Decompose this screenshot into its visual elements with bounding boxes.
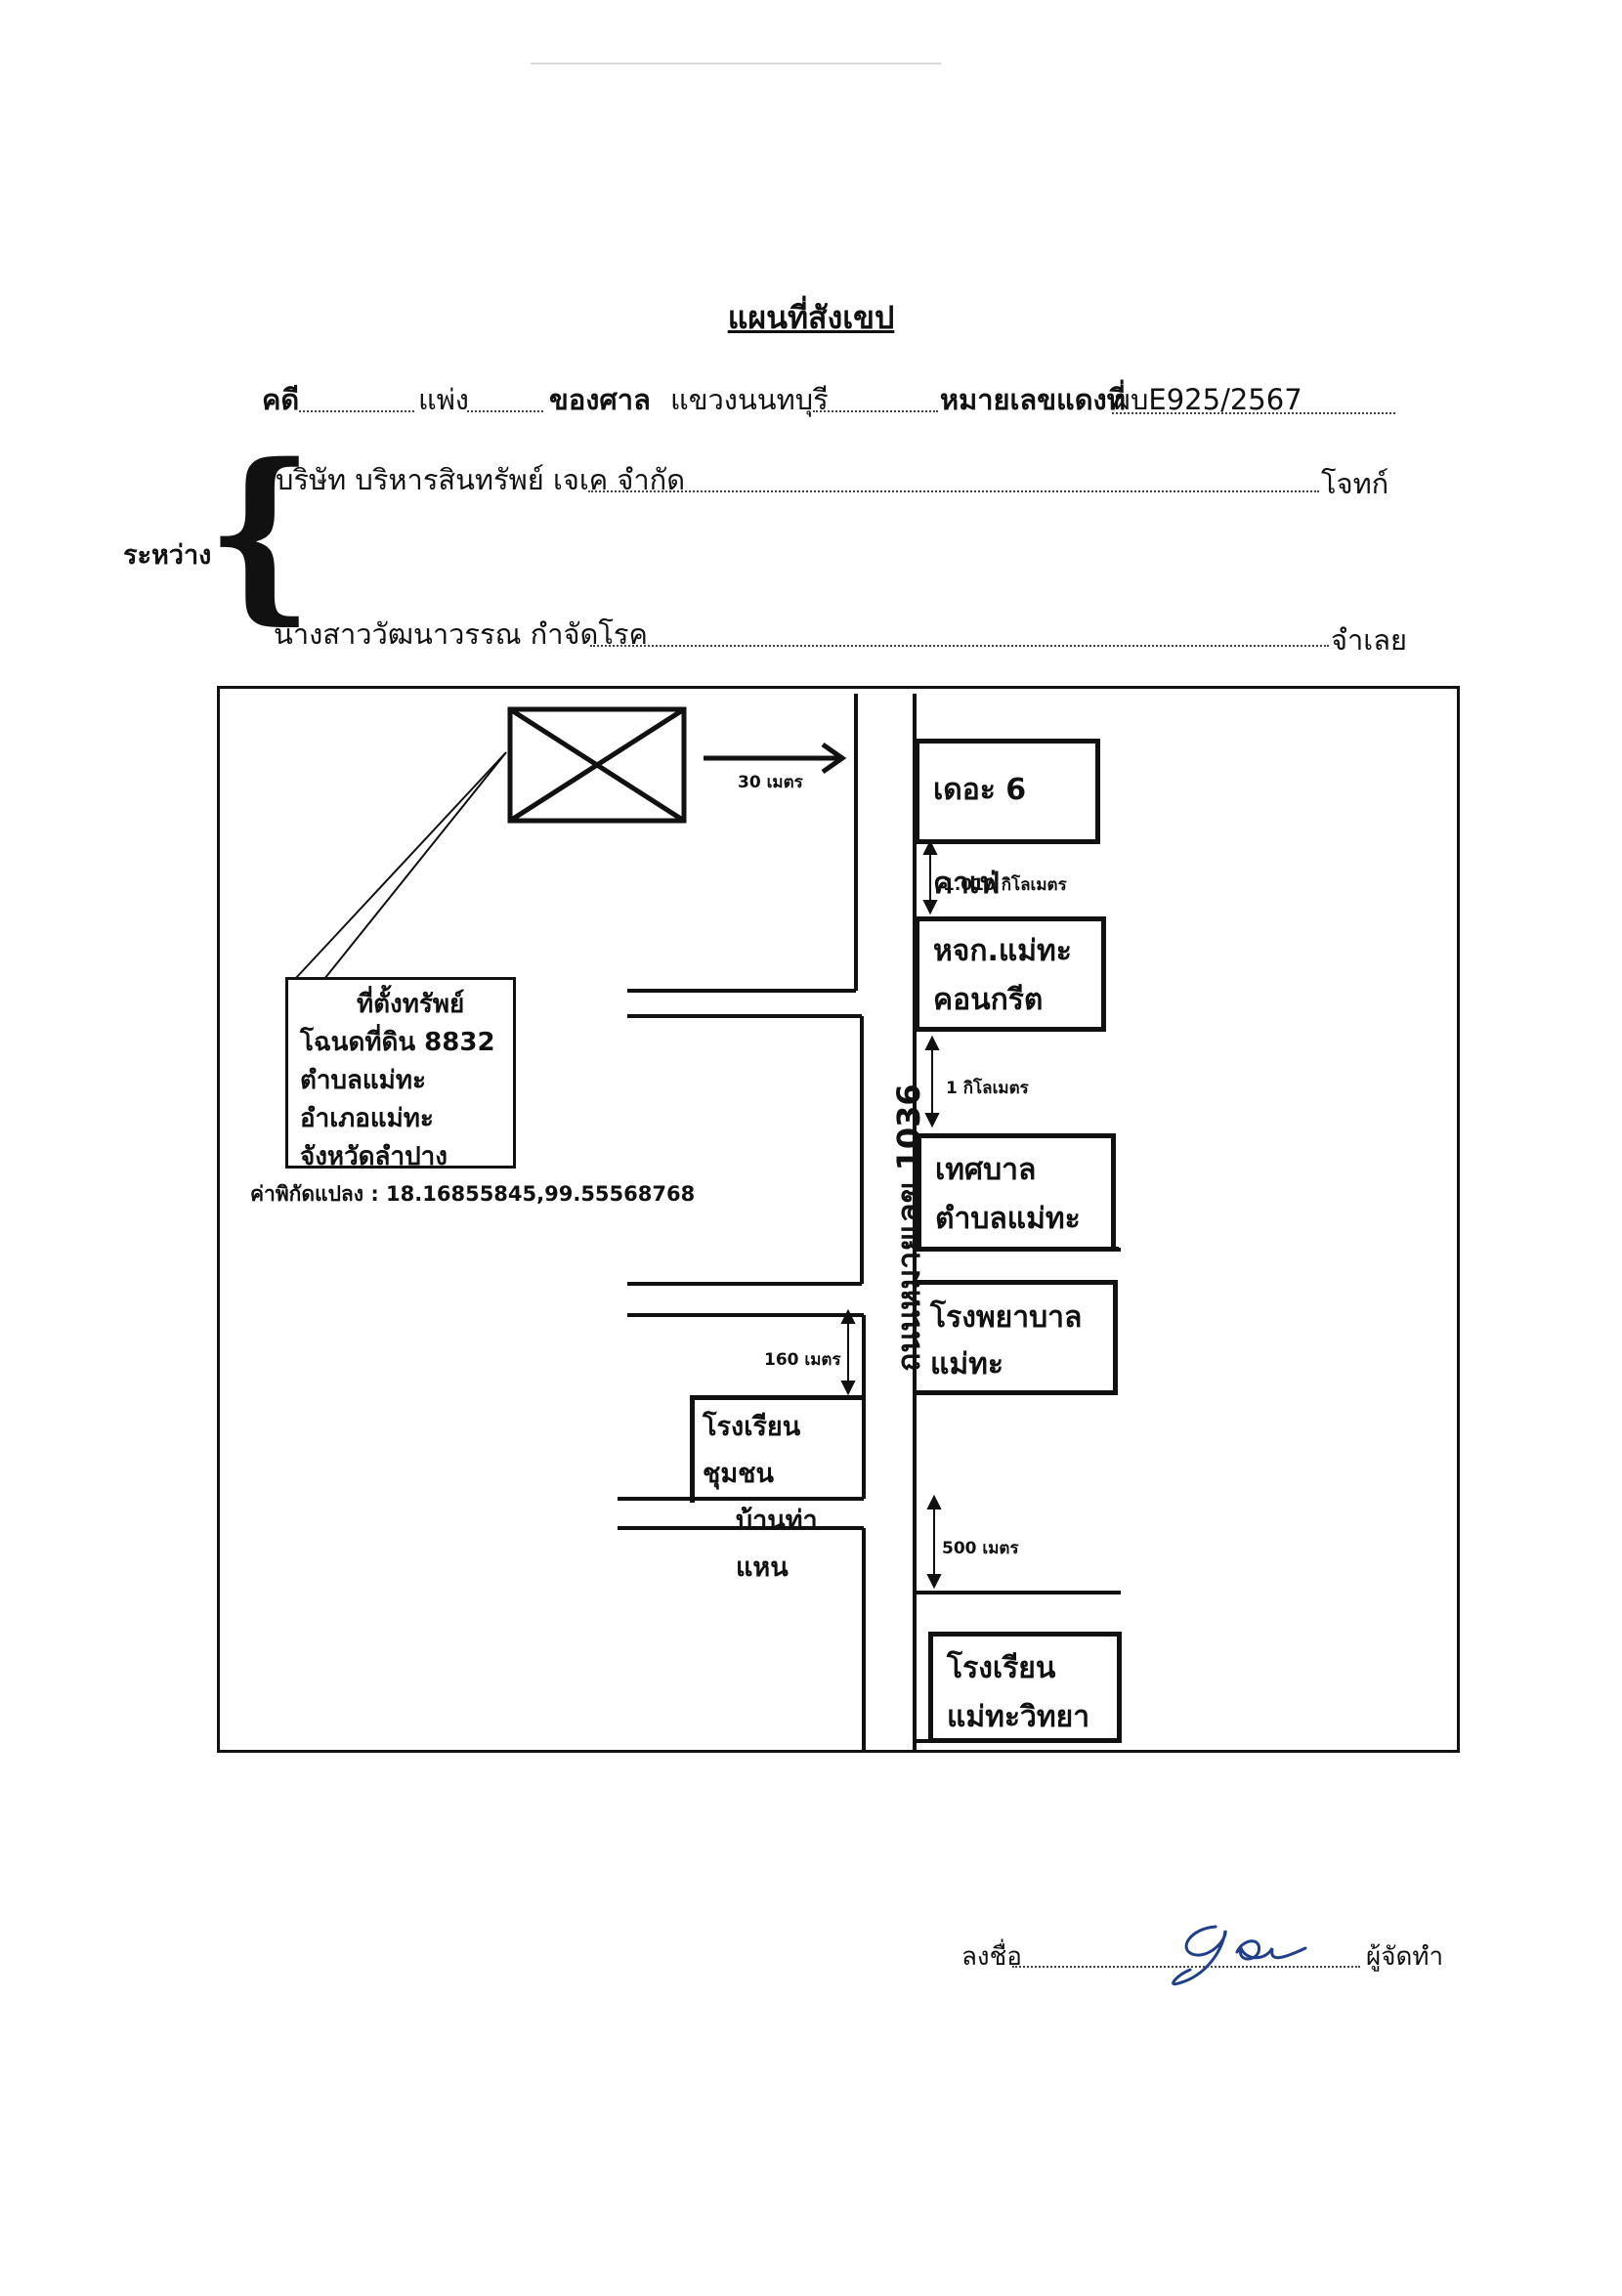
place-label: เดอะ 6 คาเฟ่ <box>933 773 1027 901</box>
between-label: ระหว่าง <box>123 540 212 571</box>
road-edge <box>917 1247 1119 1252</box>
dotted-line <box>467 410 543 412</box>
place-label: โรงเรียน <box>947 1651 1056 1685</box>
map-drawing <box>294 694 1121 1753</box>
defendant-role: จำเลย <box>1331 623 1407 657</box>
property-marker <box>507 706 687 824</box>
dotted-line <box>588 490 1319 492</box>
callout-line: ที่ตั้งทรัพย์ <box>357 990 465 1019</box>
callout-line: จังหวัดลำปาง <box>300 1142 448 1171</box>
signature-line <box>1012 1966 1360 1968</box>
place-label: แม่ทะวิทยา <box>947 1700 1090 1734</box>
dotted-line <box>1112 412 1395 414</box>
place-municipality: เทศบาล ตำบลแม่ทะ <box>917 1133 1116 1251</box>
distance-label: 160 เมตร <box>764 1350 841 1370</box>
dotted-line <box>590 645 1329 647</box>
signature-mark <box>1172 1925 1307 1986</box>
plaintiff-name: บริษัท บริหารสินทรัพย์ เจเค จำกัด <box>276 463 686 496</box>
sign-label: ลงชื่อ <box>961 1942 1022 1972</box>
preparer-role: ผู้จัดทำ <box>1366 1942 1444 1972</box>
place-label: หจก.แม่ทะ <box>933 934 1072 968</box>
red-number-label: หมายเลขแดงที่ <box>940 383 1126 416</box>
place-community-school: โรงเรียนชุมชน บ้านท่าแหน <box>690 1395 866 1583</box>
place-label: โรงพยาบาล <box>930 1300 1083 1335</box>
place-cafe: เดอะ 6 คาเฟ่ <box>915 739 1100 901</box>
callout-line: อำเภอแม่ทะ <box>300 1104 434 1133</box>
arrow-30m <box>704 742 847 775</box>
property-callout: ที่ตั้งทรัพย์ โฉนดที่ดิน 8832 ตำบลแม่ทะ … <box>285 977 516 1171</box>
distance-label: 1.010 กิโลเมตร <box>943 875 1067 895</box>
distance-label: 1 กิโลเมตร <box>946 1079 1029 1098</box>
page-title: แผนที่สังเขป <box>727 299 895 336</box>
court-name: แขวงนนทบุรี <box>670 383 829 416</box>
place-label: บ้านท่าแหน <box>736 1506 818 1583</box>
place-label: ตำบลแม่ทะ <box>935 1202 1081 1236</box>
distance-arrows <box>840 839 942 1590</box>
callout-line: ตำบลแม่ทะ <box>300 1066 426 1095</box>
plaintiff-role: โจทก์ <box>1321 467 1389 500</box>
place-hospital: โรงพยาบาล แม่ทะ <box>917 1280 1118 1395</box>
case-type: แพ่ง <box>418 383 469 416</box>
place-label: คอนกรีต <box>933 983 1044 1017</box>
place-label: เทศบาล <box>935 1153 1037 1187</box>
callout-pointer <box>294 751 507 980</box>
coordinates: ค่าพิกัดแปลง : 18.16855845,99.55568768 <box>250 1182 696 1206</box>
place-label: แม่ทะ <box>930 1347 1003 1382</box>
callout-line: โฉนดที่ดิน 8832 <box>300 1028 495 1057</box>
map-frame <box>217 686 1460 1753</box>
place-concrete: หจก.แม่ทะ คอนกรีต <box>915 916 1106 1032</box>
case-label: คดี <box>262 383 300 416</box>
brace: { <box>206 423 315 641</box>
red-number: ผบE925/2567 <box>1114 383 1302 416</box>
dotted-line <box>299 410 414 412</box>
court-label: ของศาล <box>549 383 651 416</box>
distance-label: 500 เมตร <box>942 1539 1019 1558</box>
defendant-name: นางสาววัฒนาวรรณ กำจัดโรค <box>274 617 648 651</box>
place-wittaya-school: โรงเรียน แม่ทะวิทยา <box>928 1632 1122 1743</box>
distance-label: 30 เมตร <box>738 773 803 792</box>
dotted-line <box>813 410 938 412</box>
top-rule <box>531 63 941 64</box>
place-label: โรงเรียนชุมชน <box>703 1412 801 1489</box>
